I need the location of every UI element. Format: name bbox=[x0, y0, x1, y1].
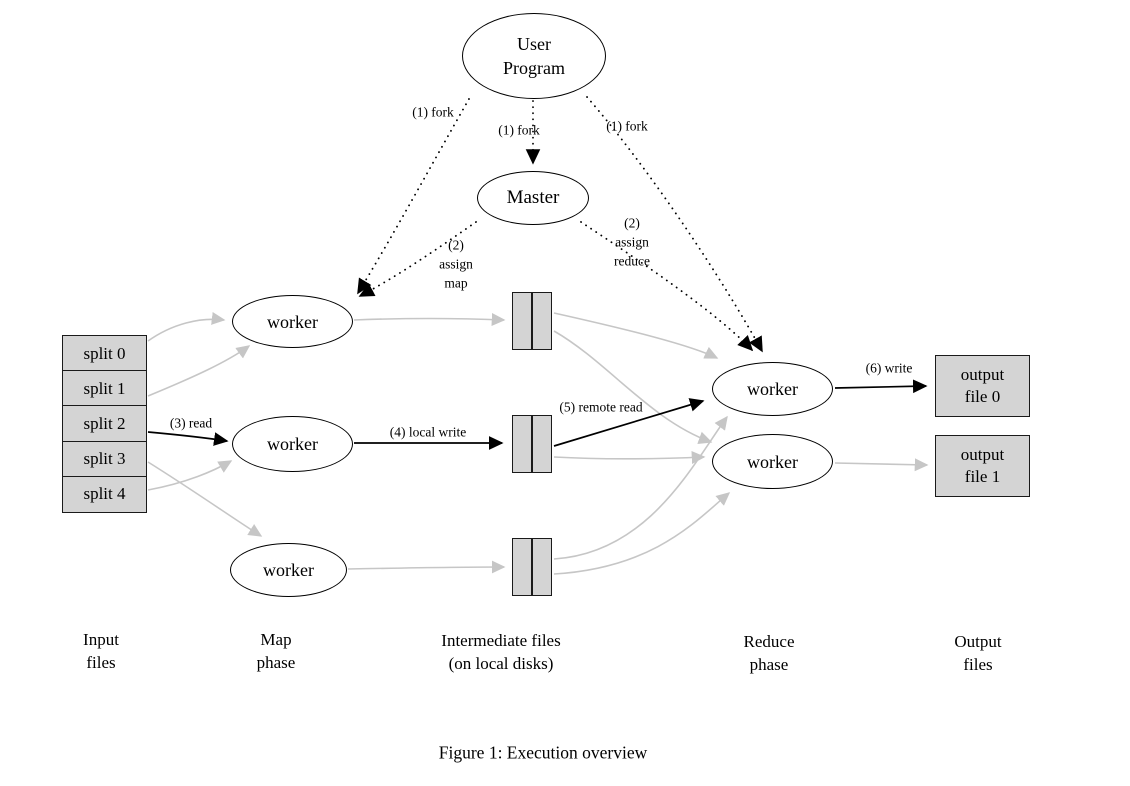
arrow-write bbox=[834, 379, 928, 394]
phase-label-output: Output files bbox=[954, 630, 1001, 676]
assign-map-line: (2) bbox=[448, 237, 464, 253]
edge-label-local-write: (4) local write bbox=[389, 424, 467, 440]
output-file-node-0: output file 0 bbox=[935, 355, 1030, 417]
arrow-file1-reduceworker2 bbox=[553, 330, 713, 444]
arrow-reduceworker2-outfile1 bbox=[834, 458, 929, 472]
arrow-split3-worker3 bbox=[147, 461, 263, 537]
edge-label-write: (6) write bbox=[865, 360, 913, 376]
master-node: Master bbox=[477, 171, 589, 225]
user-program-label: User Program bbox=[503, 34, 565, 78]
reduce-worker-label: worker bbox=[747, 379, 798, 399]
assign-map-line: assign bbox=[439, 256, 473, 272]
assign-reduce-line: assign bbox=[615, 234, 649, 250]
map-worker-node-2: worker bbox=[232, 416, 353, 472]
file-divider bbox=[531, 293, 533, 349]
phase-label-map: Map phase bbox=[257, 628, 296, 674]
master-label: Master bbox=[506, 187, 560, 208]
input-splits-stack: split 0 split 1 split 2 split 3 split 4 bbox=[62, 335, 147, 513]
phase-label-intermediate: Intermediate files (on local disks) bbox=[441, 629, 560, 675]
arrow-split4-worker2 bbox=[147, 460, 233, 491]
split-label: split 4 bbox=[83, 484, 126, 504]
split-label: split 0 bbox=[83, 343, 126, 363]
output-file-node-1: output file 1 bbox=[935, 435, 1030, 497]
phase-label-line: files bbox=[86, 653, 116, 672]
file-divider bbox=[531, 416, 533, 472]
phase-label-line: Input bbox=[83, 630, 119, 649]
intermediate-file-icon-3 bbox=[512, 538, 552, 596]
reduce-worker-node-1: worker bbox=[712, 362, 833, 416]
arrow-assign-reduce bbox=[580, 221, 754, 352]
phase-label-line: Map bbox=[260, 630, 292, 649]
figure-caption: Figure 1: Execution overview bbox=[438, 742, 648, 763]
assign-reduce-line: reduce bbox=[614, 253, 650, 269]
arrow-split0-worker1 bbox=[147, 312, 226, 342]
phase-label-line: (on local disks) bbox=[448, 654, 554, 673]
phase-label-line: Intermediate files bbox=[441, 631, 561, 650]
phase-label-line: files bbox=[963, 655, 993, 674]
map-worker-node-1: worker bbox=[232, 295, 353, 348]
map-worker-node-3: worker bbox=[230, 543, 347, 597]
map-worker-label: worker bbox=[267, 311, 318, 332]
map-worker-label: worker bbox=[267, 434, 318, 454]
phase-label-input: Input files bbox=[83, 628, 119, 674]
arrow-file1-reduceworker1 bbox=[553, 312, 719, 359]
input-split-2: split 2 bbox=[62, 405, 147, 443]
output-file-label: file 1 bbox=[964, 467, 1001, 486]
edge-label-assign-map: (2) assign map bbox=[439, 236, 473, 293]
intermediate-file-icon-1 bbox=[512, 292, 552, 350]
split-label: split 3 bbox=[83, 449, 126, 469]
assign-reduce-line: (2) bbox=[624, 215, 640, 231]
output-file-label: file 0 bbox=[964, 387, 1001, 406]
reduce-worker-label: worker bbox=[747, 451, 798, 472]
arrow-worker3-file3 bbox=[347, 560, 506, 574]
phase-label-reduce: Reduce phase bbox=[744, 630, 795, 676]
arrow-worker1-file1 bbox=[353, 313, 506, 326]
edge-label-read: (3) read bbox=[169, 415, 213, 431]
input-split-1: split 1 bbox=[62, 370, 147, 408]
edge-label-assign-reduce: (2) assign reduce bbox=[614, 214, 650, 271]
assign-map-line: map bbox=[444, 275, 468, 291]
intermediate-file-icon-2 bbox=[512, 415, 552, 473]
arrow-read bbox=[147, 431, 229, 446]
output-file-label: output bbox=[960, 365, 1005, 384]
arrow-split1-worker1 bbox=[147, 345, 251, 397]
phase-label-line: Output bbox=[954, 632, 1002, 651]
edge-label-remote-read: (5) remote read bbox=[559, 399, 643, 415]
file-divider bbox=[531, 539, 533, 595]
user-program-node: User Program bbox=[462, 13, 606, 99]
input-split-3: split 3 bbox=[62, 440, 147, 478]
arrow-file3-reduceworker2 bbox=[553, 492, 731, 575]
edge-label-fork-center: (1) fork bbox=[498, 122, 540, 138]
reduce-worker-node-2: worker bbox=[712, 434, 833, 489]
split-label: split 2 bbox=[83, 413, 126, 433]
edge-label-fork-left: (1) fork bbox=[412, 104, 454, 120]
input-split-4: split 4 bbox=[62, 475, 147, 513]
map-worker-label: worker bbox=[263, 560, 314, 580]
output-file-label: output bbox=[960, 445, 1005, 464]
arrow-file2-reduceworker2 bbox=[553, 451, 706, 465]
edge-label-fork-right: (1) fork bbox=[606, 118, 648, 134]
phase-label-line: phase bbox=[749, 655, 789, 674]
phase-label-line: Reduce bbox=[743, 632, 795, 651]
phase-label-line: phase bbox=[256, 653, 296, 672]
input-split-0: split 0 bbox=[62, 335, 147, 372]
arrow-file3-reduceworker1 bbox=[553, 415, 728, 560]
split-label: split 1 bbox=[83, 378, 126, 398]
